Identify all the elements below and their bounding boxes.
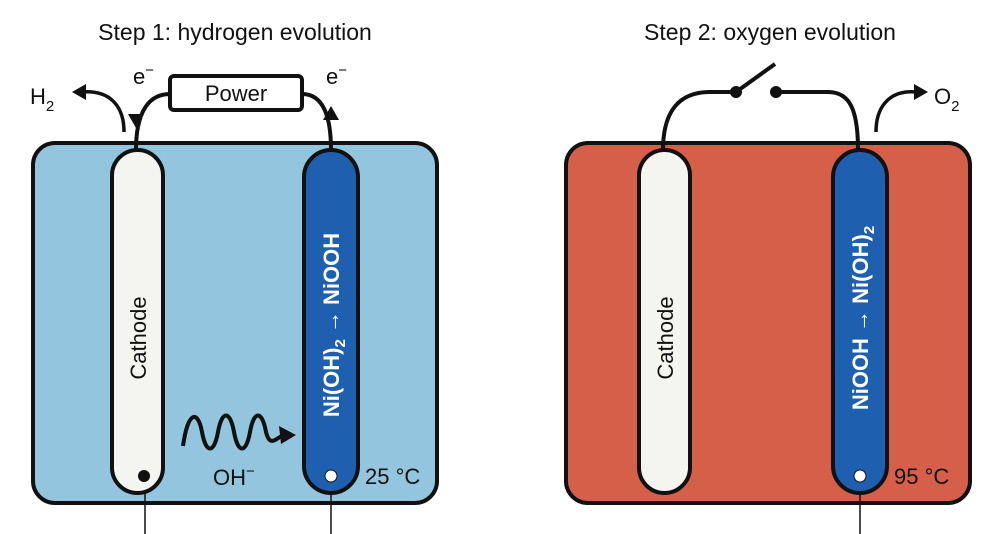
electron-label-left: e−: [133, 62, 154, 89]
step2-title: Step 2: oxygen evolution: [644, 19, 896, 45]
open-switch-icon: [734, 62, 777, 94]
electron-label-right: e−: [326, 62, 347, 89]
h2-label: H2: [30, 84, 54, 115]
step1-cathode-terminal: [138, 470, 150, 482]
step2-wire-left: [661, 90, 736, 151]
power-box: [168, 74, 304, 112]
switch-contact-right: [770, 86, 782, 98]
step1-anode-label: Ni(OH)2 → NiOOH: [319, 233, 349, 417]
ion-arrowhead: [279, 426, 296, 444]
step2-wire-right: [776, 90, 860, 151]
o2-gas-arrow-icon: [874, 90, 917, 133]
step2-temperature: 95 °C: [894, 464, 949, 489]
step1-title: Step 1: hydrogen evolution: [98, 19, 372, 45]
ion-wavy-arrow-icon: [181, 413, 283, 451]
step2-anode-terminal: [853, 469, 867, 483]
power-label: Power: [205, 81, 267, 106]
step1-electron-arrow-right: [323, 106, 339, 120]
step2-cathode: [637, 148, 692, 495]
h2-gas-arrowhead: [72, 84, 86, 100]
step2-anode-label: NiOOH → Ni(OH)2: [848, 226, 878, 410]
step1-cathode: [110, 148, 165, 495]
h2-gas-arrow-icon: [81, 90, 126, 133]
step2-cathode-label: Cathode: [653, 296, 678, 379]
step1-electron-arrow-left: [128, 114, 144, 128]
step1-wire: [134, 92, 333, 151]
step1-temperature: 25 °C: [365, 464, 420, 489]
o2-gas-arrowhead: [914, 84, 928, 100]
step2-electrolyte-bath: [564, 141, 972, 505]
ion-label: OH−: [213, 463, 255, 490]
switch-contact-left: [730, 86, 742, 98]
step1-anode-terminal: [324, 469, 338, 483]
step1-cathode-label: Cathode: [126, 296, 151, 379]
o2-label: O2: [934, 84, 959, 115]
step1-electrolyte-bath: [31, 141, 439, 505]
